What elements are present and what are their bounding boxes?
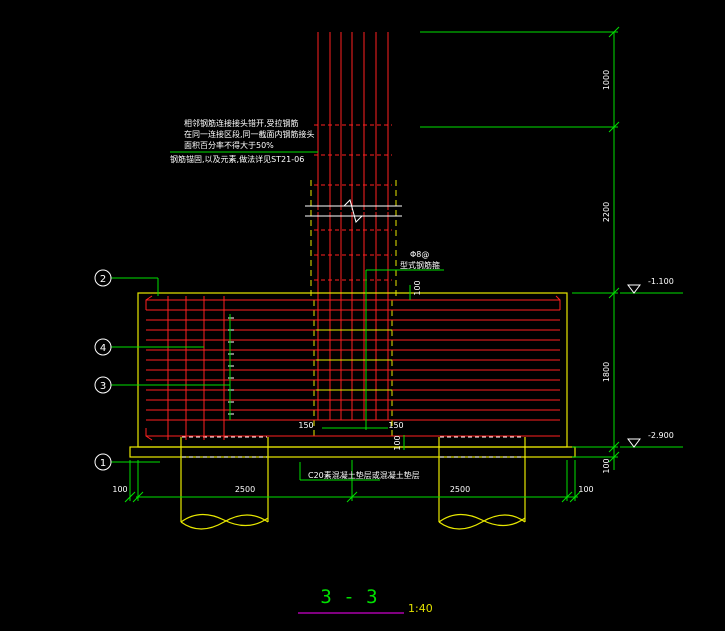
footing-outline	[129, 292, 576, 530]
callout-top-line-2: 型式钢筋箍	[400, 260, 440, 270]
dimension-lines	[111, 26, 683, 503]
note-line-3: 面积百分率不得大于50%	[184, 140, 274, 150]
column-rebar	[305, 32, 402, 440]
note-line-1: 相邻钢筋连接接头错开,受拉钢筋	[184, 118, 299, 128]
dim-v100-top: 100	[413, 280, 422, 295]
dim-v100-bottom: 100	[393, 435, 402, 450]
dim-h150-right: 150	[388, 421, 403, 430]
concrete-note: C20素混凝土垫层或混凝土垫层	[308, 470, 420, 480]
callout-3: 3	[100, 381, 106, 392]
dim-bottom-left-span: 2500	[235, 485, 255, 494]
level-bottom: -2.900	[648, 431, 674, 440]
callout-2: 2	[100, 274, 106, 285]
callout-1: 1	[100, 458, 106, 469]
dim-bottom-right-edge: 100	[578, 485, 593, 494]
dim-100-right: 100	[602, 458, 611, 473]
note-line-2: 在同一连接区段,同一截面内钢筋接头	[184, 129, 315, 139]
callout-4: 4	[100, 343, 106, 354]
footing-rebar	[145, 295, 561, 441]
dim-1000: 1000	[602, 70, 611, 90]
level-top: -1.100	[648, 277, 674, 286]
section-title: 3 - 3	[320, 586, 377, 608]
dim-bottom-right-span: 2500	[450, 485, 470, 494]
callout-top-line-1: Φ8@	[410, 250, 429, 259]
dim-1800: 1800	[602, 362, 611, 382]
dim-bottom-left-edge: 100	[112, 485, 127, 494]
dim-h150-left: 150	[298, 421, 313, 430]
dim-2200: 2200	[602, 202, 611, 222]
note-line-4: 钢筋锚固,以及元素,做法详见ST21-06	[170, 154, 304, 164]
callout-markers	[94, 269, 112, 471]
section-scale: 1:40	[408, 602, 433, 615]
